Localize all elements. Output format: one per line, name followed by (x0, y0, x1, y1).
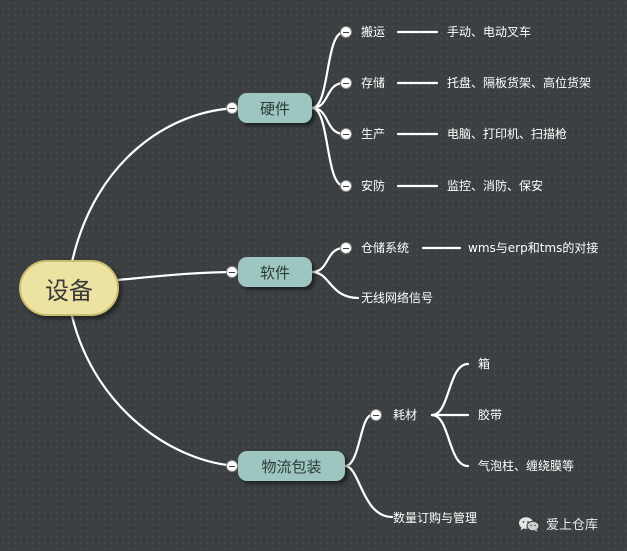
link-root-software (116, 270, 240, 282)
node-cunchu-detail[interactable]: 托盘、隔板货架、高位货架 (447, 76, 592, 90)
root-node[interactable]: 设备 (19, 260, 119, 316)
branch-hardware[interactable]: 硬件 (238, 93, 312, 123)
collapse-wms-icon[interactable] (340, 242, 352, 254)
collapse-hardware-icon[interactable] (226, 102, 238, 114)
link-haocai-wrap (430, 413, 470, 468)
branch-packaging[interactable]: 物流包装 (238, 451, 345, 481)
collapse-packaging-icon[interactable] (226, 460, 238, 472)
link-packaging-haocai (343, 413, 374, 468)
node-anfang[interactable]: 安防 (361, 179, 386, 193)
root-label: 设备 (45, 276, 93, 305)
wechat-icon (519, 516, 540, 532)
node-wms-detail[interactable]: wms与erp和tms的对接 (468, 241, 599, 255)
node-banyun-detail[interactable]: 手动、电动叉车 (447, 25, 532, 39)
node-box[interactable]: 箱 (478, 357, 491, 371)
collapse-software-icon[interactable] (226, 266, 238, 278)
branch-packaging-label: 物流包装 (261, 457, 322, 476)
node-banyun[interactable]: 搬运 (361, 25, 386, 39)
link-hardware-cunchu (310, 81, 346, 110)
watermark-text: 爱上仓库 (546, 518, 599, 533)
node-wifi[interactable]: 无线网络信号 (361, 291, 434, 305)
link-packaging-order (343, 464, 394, 519)
link-root-hardware (70, 106, 240, 264)
collapse-anfang-icon[interactable] (340, 180, 352, 192)
branch-software[interactable]: 软件 (238, 257, 312, 287)
watermark: 爱上仓库 (518, 514, 598, 533)
collapse-cunchu-icon[interactable] (340, 77, 352, 89)
link-root-packaging (70, 314, 240, 468)
node-haocai[interactable]: 耗材 (393, 408, 418, 422)
node-shengchan[interactable]: 生产 (361, 127, 386, 141)
node-anfang-detail[interactable]: 监控、消防、保安 (447, 179, 544, 193)
node-tape[interactable]: 胶带 (478, 408, 503, 422)
link-software-wifi (310, 270, 360, 300)
node-wrap[interactable]: 气泡柱、缠绕膜等 (478, 459, 575, 473)
node-cangchu-system[interactable]: 仓储系统 (361, 241, 410, 255)
link-hardware-banyun (310, 30, 346, 110)
collapse-haocai-icon[interactable] (370, 409, 382, 421)
branch-hardware-label: 硬件 (259, 99, 290, 118)
node-cunchu[interactable]: 存储 (361, 76, 386, 90)
link-haocai-box (430, 362, 470, 417)
branch-software-label: 软件 (259, 263, 290, 282)
link-hardware-anfang (310, 106, 346, 188)
node-shengchan-detail[interactable]: 电脑、打印机、扫描枪 (447, 127, 568, 141)
node-order-manage[interactable]: 数量订购与管理 (393, 511, 478, 525)
collapse-shengchan-icon[interactable] (340, 128, 352, 140)
link-software-wms (310, 246, 346, 274)
collapse-banyun-icon[interactable] (340, 26, 352, 38)
